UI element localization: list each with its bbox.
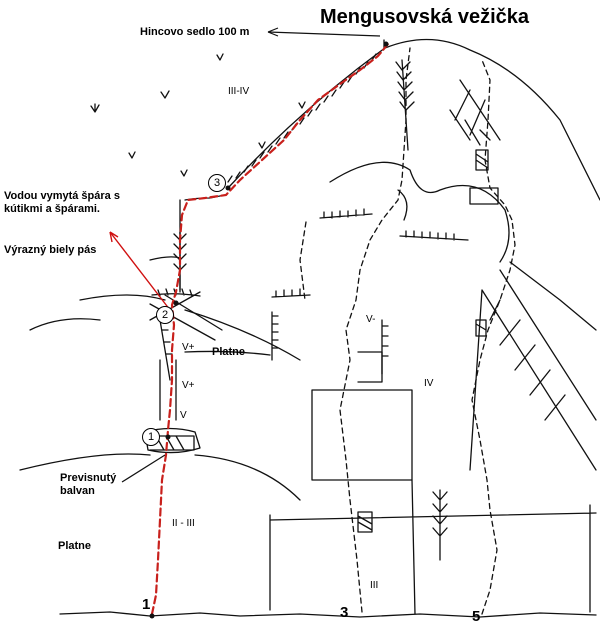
note-slabs-left: Platne — [58, 540, 92, 552]
grade-iii-iv: III-IV — [228, 86, 250, 97]
belay-dot-3 — [225, 185, 231, 191]
arrow-crack — [109, 231, 171, 311]
arch-line — [329, 161, 510, 263]
note-saddle: Hincovo sedlo 100 m — [140, 26, 250, 38]
slab-curve-2 — [184, 350, 271, 356]
right-face — [509, 261, 597, 331]
ledge-2 — [399, 230, 469, 241]
grade-v-minus: V- — [366, 314, 376, 325]
grade-iv: IV — [424, 378, 434, 389]
herringbone-5 — [159, 319, 173, 381]
route-number-5: 5 — [472, 608, 481, 625]
grade-ii-iii: II - III — [172, 518, 195, 529]
belay-dot-summit — [383, 41, 389, 47]
ground-line — [59, 611, 597, 618]
base-band — [269, 479, 597, 615]
ridge-line — [227, 38, 600, 201]
note-crack: Vodou vymytá špára s kútikmi a špárami. — [4, 190, 120, 215]
wall-box — [311, 389, 413, 481]
route-3-left — [299, 221, 307, 301]
buttress-left — [179, 194, 226, 293]
grade-v-plus-1: V+ — [182, 342, 195, 353]
route-number-1: 1 — [142, 596, 151, 613]
boulder-outline — [144, 427, 201, 454]
belay-marker-2: 2 — [156, 306, 174, 324]
belay-dot-2 — [173, 300, 179, 306]
ledge-1 — [319, 208, 373, 219]
hatch-block-4 — [149, 435, 195, 451]
grade-v-plus-2: V+ — [182, 380, 195, 391]
note-boulder: Previsnutý balvan — [60, 472, 117, 497]
belay-dot-4 — [165, 434, 171, 440]
grass-tufts — [90, 53, 306, 177]
belay-marker-3: 3 — [208, 174, 226, 192]
route-3 — [339, 47, 411, 613]
belay-marker-1: 1 — [142, 428, 160, 446]
slab-curve-1 — [184, 309, 301, 361]
small-box — [357, 351, 383, 383]
route-number-3: 3 — [340, 604, 349, 621]
route-1-red — [150, 42, 390, 616]
hatch-block-1 — [475, 149, 489, 171]
grade-iii: III — [370, 580, 379, 591]
note-band: Výrazný biely pás — [4, 244, 97, 256]
vert-hatch-1 — [271, 311, 279, 361]
crack-band — [469, 269, 597, 471]
ledge-3 — [271, 288, 311, 298]
belay-dot-1 — [149, 613, 155, 619]
pillar — [159, 359, 177, 421]
hatch-block-2 — [357, 511, 373, 533]
herringbone-4 — [449, 79, 501, 146]
herringbone-3 — [432, 489, 448, 561]
hatch-block-3 — [475, 319, 487, 337]
grade-v: V — [180, 410, 187, 421]
arrow-saddle — [267, 31, 381, 37]
shelf-box — [469, 187, 499, 205]
vert-hatch-2 — [381, 319, 389, 375]
lower-curve — [19, 453, 301, 501]
arrow-crack-head — [109, 231, 119, 243]
arrow-saddle-head — [267, 27, 279, 37]
note-slabs-right: Platne — [212, 346, 246, 358]
page-title: Mengusovská vežička — [320, 6, 529, 28]
arrow-boulder — [121, 454, 166, 483]
